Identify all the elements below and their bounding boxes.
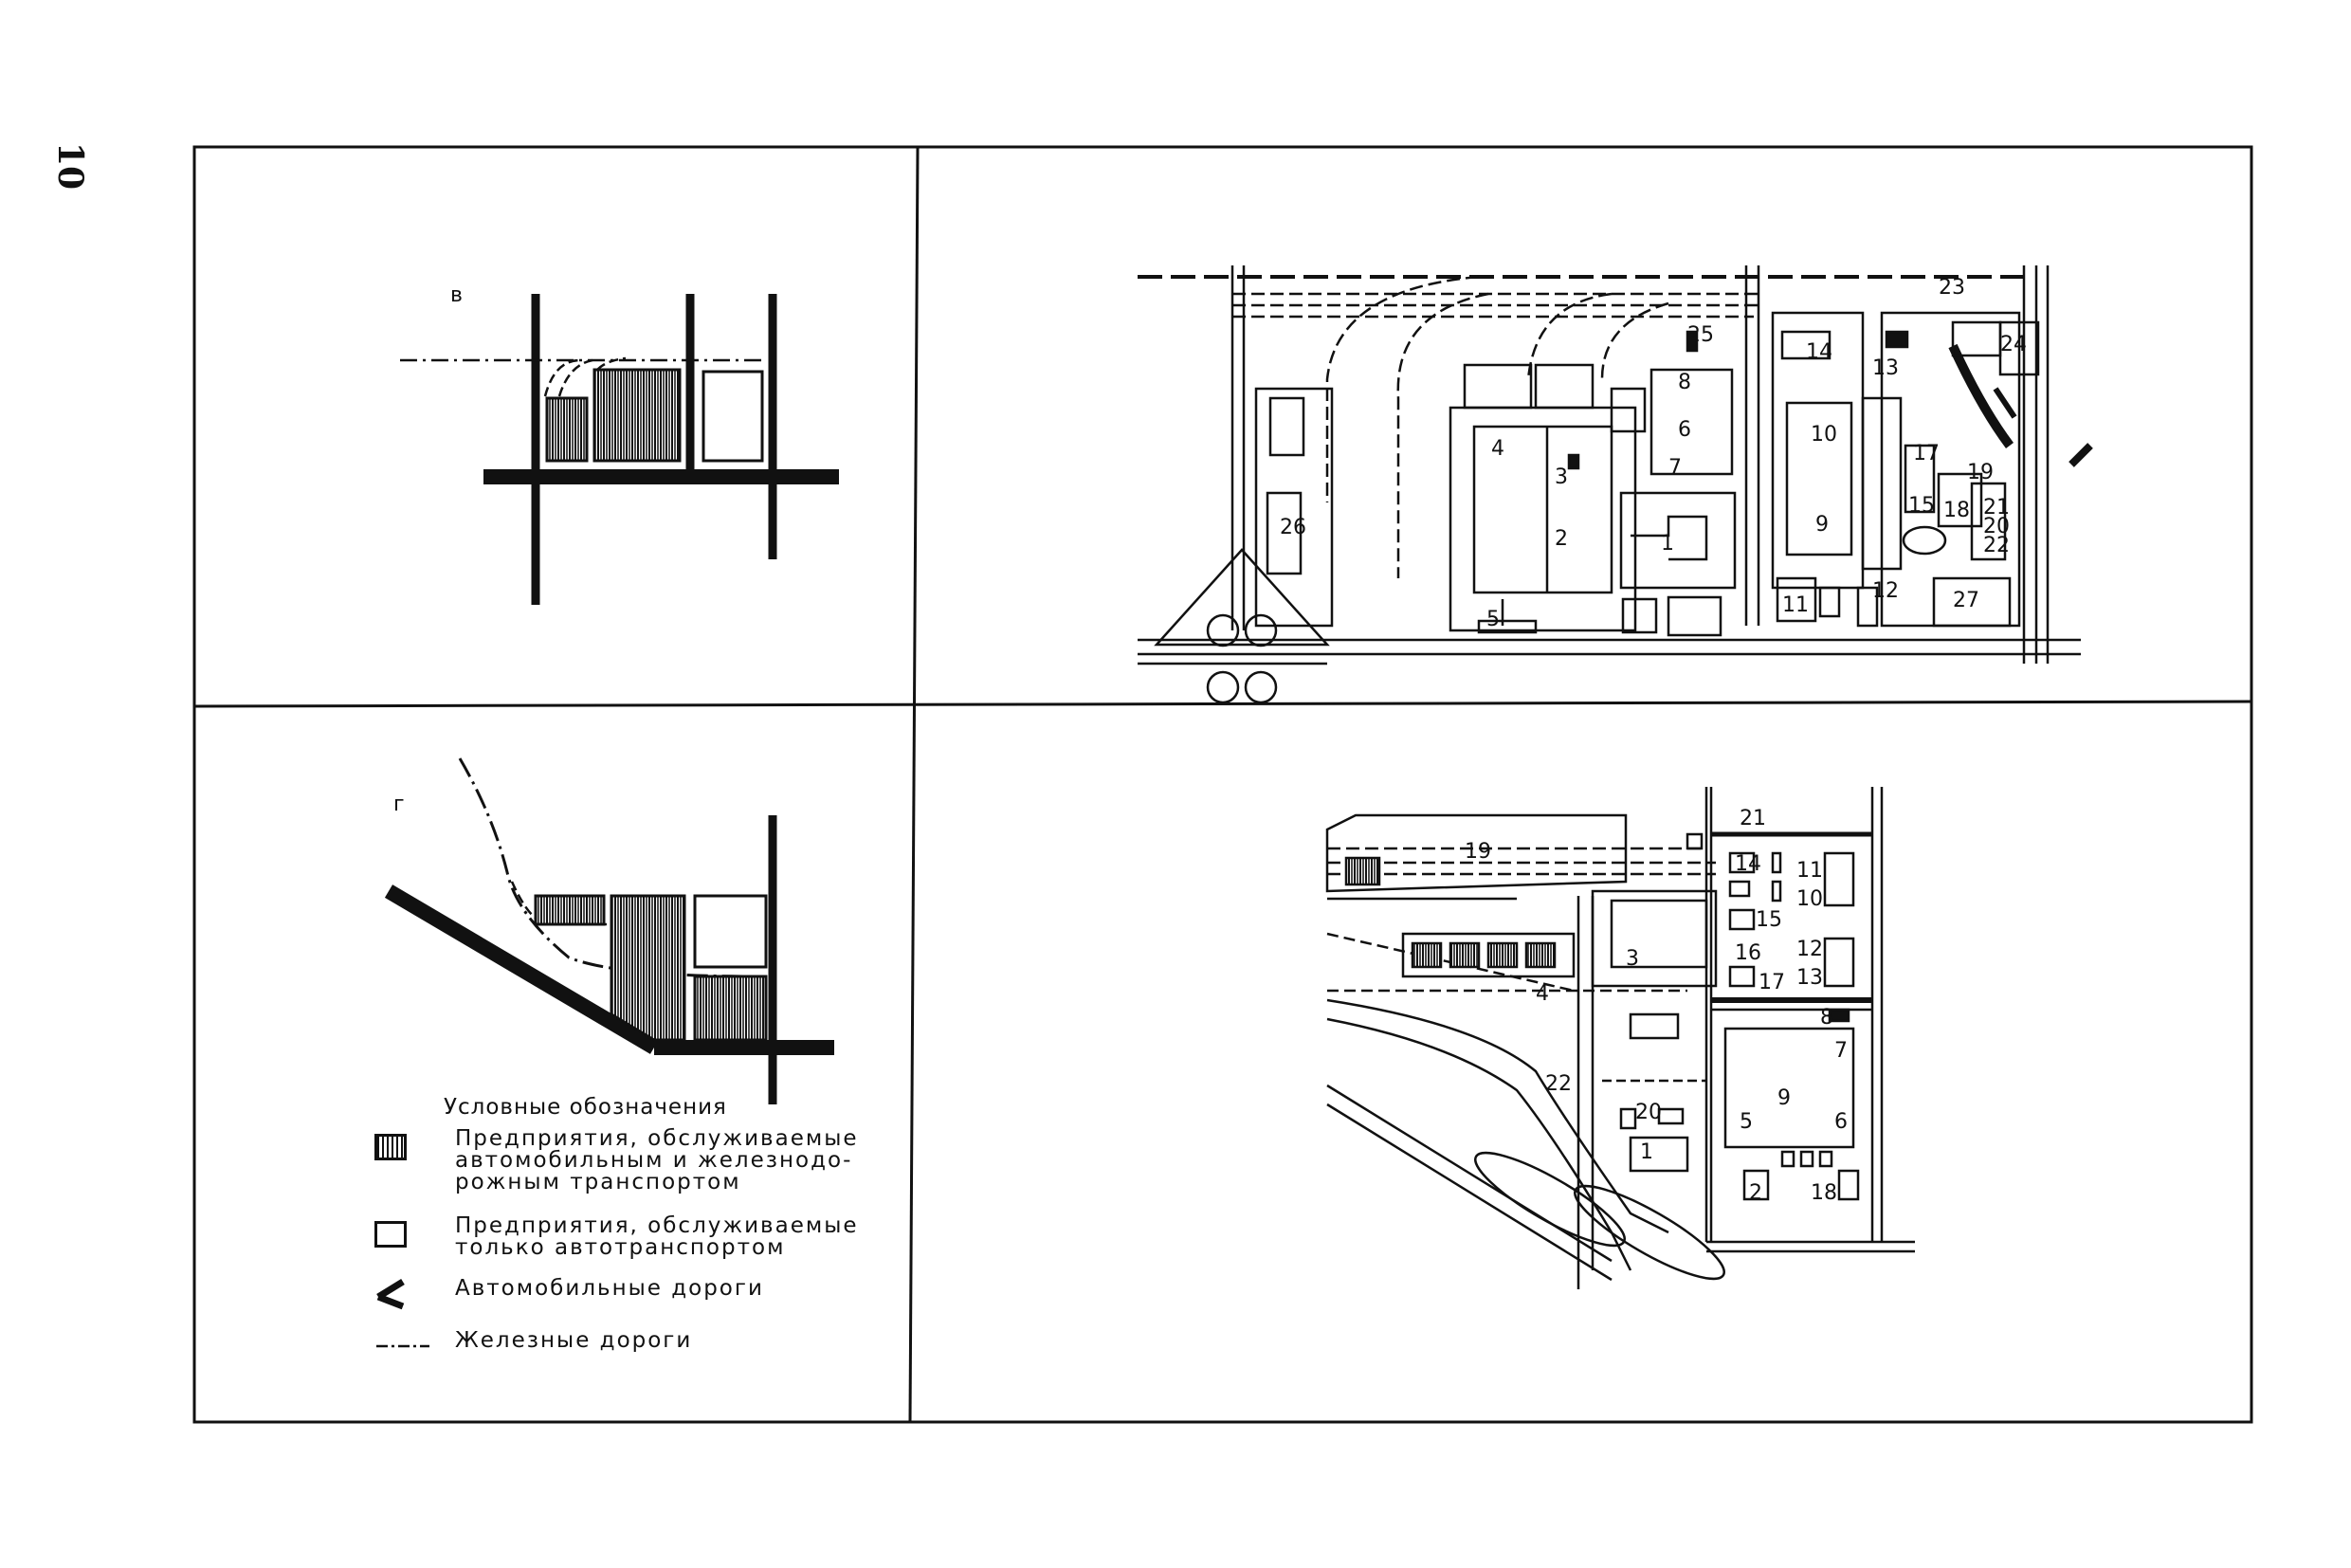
svg-text:11: 11 [1782, 593, 1809, 617]
site-plan-top-labels: 4 3 2 1 5 8 6 7 10 9 11 12 13 14 15 17 1… [1280, 276, 2027, 631]
svg-text:2: 2 [1749, 1181, 1762, 1205]
scheme-g: г [384, 757, 834, 1104]
legend-title: Условные обозначения [444, 1095, 727, 1120]
svg-text:19: 19 [1465, 840, 1491, 864]
svg-text:12: 12 [1872, 579, 1899, 603]
legend-text-road-only: Предприятия, обслуживаемые только автотр… [455, 1213, 859, 1260]
svg-text:15: 15 [1908, 494, 1935, 518]
svg-text:1: 1 [1640, 1140, 1653, 1164]
panel-v-label: в [450, 283, 463, 307]
svg-text:25: 25 [1687, 323, 1714, 347]
empty-box-icon [374, 1221, 407, 1248]
svg-text:19: 19 [1967, 461, 1994, 484]
svg-text:3: 3 [1555, 465, 1568, 489]
site-plan-bottom-labels: 1 2 3 4 5 6 7 8 9 10 11 12 13 14 15 16 1… [1465, 807, 1848, 1205]
svg-text:8: 8 [1820, 1006, 1833, 1030]
svg-text:5: 5 [1486, 608, 1500, 631]
svg-text:26: 26 [1280, 516, 1306, 539]
svg-text:1: 1 [1661, 532, 1674, 556]
legend-text-railways: Железные дороги [455, 1328, 693, 1353]
svg-text:4: 4 [1491, 437, 1504, 461]
svg-text:13: 13 [1796, 966, 1823, 990]
svg-text:8: 8 [1678, 371, 1691, 394]
svg-text:14: 14 [1806, 340, 1832, 364]
svg-text:17: 17 [1913, 442, 1940, 465]
svg-text:17: 17 [1759, 971, 1785, 994]
svg-text:12: 12 [1796, 938, 1823, 961]
svg-text:22: 22 [1983, 534, 2010, 557]
svg-text:9: 9 [1777, 1086, 1791, 1110]
svg-text:5: 5 [1740, 1110, 1753, 1134]
svg-text:16: 16 [1735, 941, 1761, 965]
hatched-box-icon [374, 1134, 407, 1160]
svg-text:13: 13 [1872, 356, 1899, 380]
svg-text:21: 21 [1740, 807, 1766, 830]
svg-text:4: 4 [1536, 982, 1549, 1006]
svg-text:10: 10 [1811, 423, 1837, 447]
svg-text:7: 7 [1834, 1039, 1848, 1063]
svg-text:24: 24 [2000, 333, 2027, 356]
svg-text:18: 18 [1943, 499, 1970, 522]
site-plan-bottom [1325, 787, 1915, 1289]
site-plan-top [1138, 265, 2093, 704]
legend-text-roads: Автомобильные дороги [455, 1276, 764, 1301]
svg-text:6: 6 [1834, 1110, 1848, 1134]
svg-text:10: 10 [1796, 887, 1823, 911]
svg-text:3: 3 [1626, 947, 1639, 971]
svg-text:2: 2 [1555, 527, 1568, 551]
svg-text:18: 18 [1811, 1181, 1837, 1205]
legend-text-rail-and-road: Предприятия, обслуживаемые автомобильным… [455, 1126, 859, 1194]
svg-text:7: 7 [1668, 456, 1682, 480]
svg-text:15: 15 [1756, 908, 1782, 932]
svg-text:27: 27 [1953, 589, 1979, 612]
svg-text:20: 20 [1635, 1101, 1662, 1124]
svg-text:9: 9 [1815, 513, 1829, 537]
svg-text:14: 14 [1735, 852, 1761, 876]
svg-text:6: 6 [1678, 418, 1691, 442]
svg-text:20: 20 [1983, 515, 2010, 538]
railway-symbol-icon [376, 1344, 429, 1348]
svg-text:23: 23 [1939, 276, 1965, 300]
scheme-v: в [400, 283, 839, 605]
road-symbol-icon [376, 1279, 405, 1310]
panel-g-label: г [393, 793, 405, 816]
svg-text:21: 21 [1983, 496, 2010, 520]
svg-text:22: 22 [1545, 1072, 1572, 1096]
svg-text:11: 11 [1796, 859, 1823, 883]
